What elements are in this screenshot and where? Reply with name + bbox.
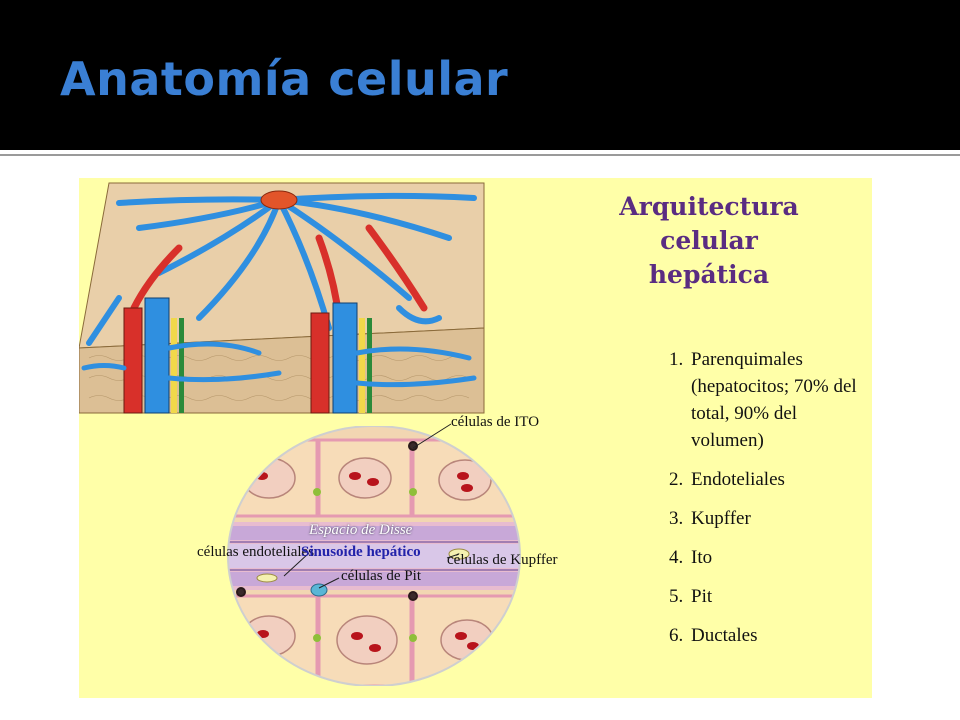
label-hepatic-sinusoid: Sinusoide hepático: [301, 544, 421, 560]
space-of-disse: [228, 526, 520, 540]
liver-lobule-block-illustration: [79, 182, 485, 414]
list-item: 3.Kupffer: [669, 508, 751, 529]
slide-header: Anatomía celular: [0, 0, 960, 150]
sinusoid-magnified-view: [227, 426, 521, 686]
pit-cell: [310, 583, 328, 597]
label-endothelial-cells: células endoteliales: [197, 544, 315, 560]
list-item: 1.Parenquimales (hepatocitos; 70% del to…: [669, 349, 857, 451]
central-vein: [260, 190, 298, 210]
liver-architecture-figure: Arquitectura celular hepática: [79, 178, 872, 698]
label-ito-cells: células de ITO: [451, 414, 540, 430]
label-kupffer-cells: células de Kupffer: [447, 552, 558, 568]
list-item: 2.Endoteliales: [669, 469, 785, 490]
figure-title: Arquitectura celular hepática: [579, 190, 839, 292]
label-space-of-disse: Espacio de Disse: [309, 522, 413, 538]
label-pit-cells: células de Pit: [341, 568, 421, 584]
figure-title-line2: hepática: [648, 260, 770, 289]
annotation-leaders: [283, 423, 460, 589]
header-divider-line: [0, 154, 960, 156]
slide-title: Anatomía celular: [60, 52, 509, 106]
list-item: 4.Ito: [669, 547, 713, 568]
figure-title-line1: Arquitectura celular: [619, 192, 799, 255]
ito-cell: [236, 441, 418, 601]
list-item: 5.Pit: [669, 586, 713, 607]
list-item: 6.Ductales: [669, 625, 758, 646]
hepatocyte-cell: [317, 438, 413, 518]
cell-types-list: 1.Parenquimales (hepatocitos; 70% del to…: [669, 346, 869, 649]
